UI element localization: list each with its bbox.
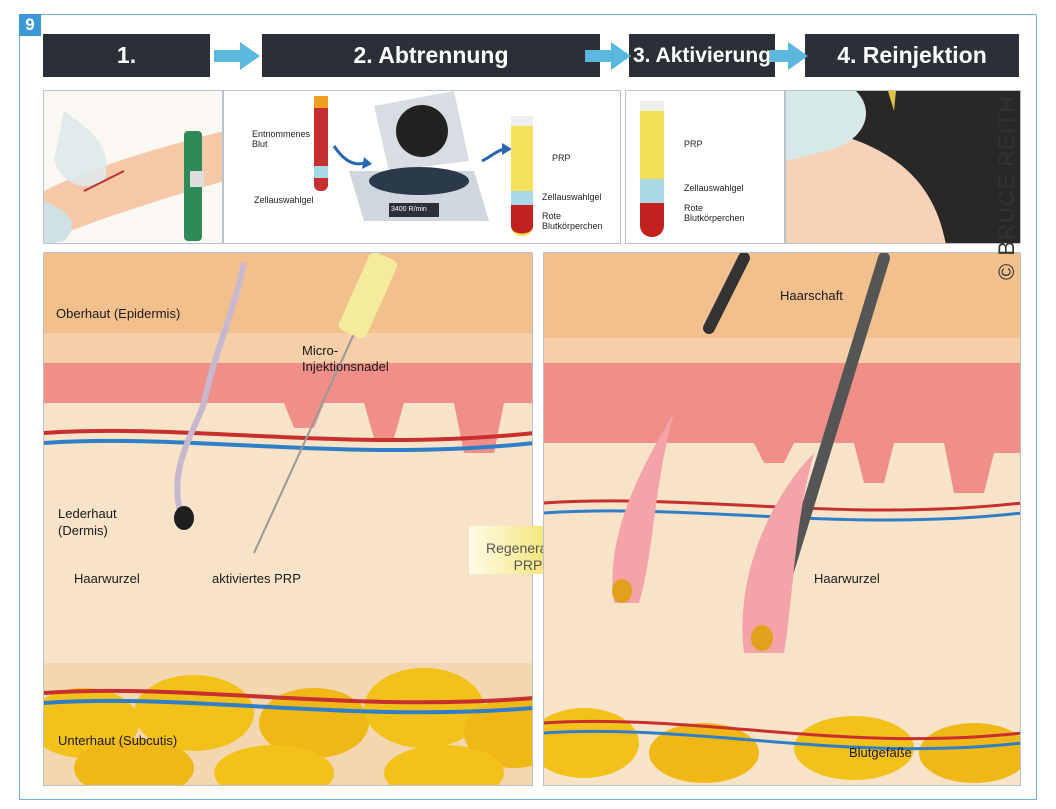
epidermis-label: Oberhaut (Epidermis) <box>56 306 180 321</box>
figure-number: 9 <box>19 14 41 36</box>
step-4-label: 4. Reinjektion <box>805 34 1019 77</box>
subcutis-label: Unterhaut (Subcutis) <box>58 733 177 748</box>
step-2-label: 2. Abtrennung <box>262 34 600 77</box>
step-3-label: 3. Aktivierung <box>629 34 775 77</box>
root-label-right: Haarwurzel <box>814 571 880 586</box>
step-1-label: 1. Blutabnahme <box>43 34 210 77</box>
skin-illustration-right <box>544 253 1021 786</box>
activation-prp-label: PRP <box>684 139 703 149</box>
shaft-label: Haarschaft <box>780 288 843 303</box>
step-arrow-3 <box>770 42 808 70</box>
needle-label: Micro-Injektionsnadel <box>302 343 402 375</box>
prp-label: aktiviertes PRP <box>212 571 301 586</box>
activation-gel-label: Zellauswahlgel <box>684 183 744 193</box>
activation-red-label: Rote Blutkörperchen <box>684 203 764 223</box>
tube-label-top: Entnommenes Blut <box>252 129 314 149</box>
scalp-illustration <box>786 91 1021 244</box>
root-label-left: Haarwurzel <box>74 571 140 586</box>
skin-section-left: Oberhaut (Epidermis) Micro-Injektionsnad… <box>43 252 533 786</box>
step-arrow-1 <box>214 42 260 70</box>
skin-section-right: Haarschaft Haarwurzel Blutgefäße <box>543 252 1021 786</box>
panel-blood-draw <box>43 90 223 244</box>
step-arrow-2 <box>585 42 631 70</box>
result-gel-label: Zellauswahlgel <box>542 192 602 202</box>
vessels-label: Blutgefäße <box>849 745 912 760</box>
dermis-label: Lederhaut (Dermis) <box>58 505 138 539</box>
result-prp-label: PRP <box>552 153 571 163</box>
result-red-label: Rote Blutkörperchen <box>542 211 602 231</box>
arm-illustration <box>44 91 223 244</box>
centrifuge-display: 3400 R/min <box>391 206 427 213</box>
panel-centrifuge: Entnommenes Blut Zellauswahlgel 3400 R/m… <box>223 90 621 244</box>
panel-activation: PRP Zellauswahlgel Rote Blutkörperchen <box>625 90 785 244</box>
copyright-text: © BRUCE REITH <box>994 96 1020 280</box>
tube-label-bottom: Zellauswahlgel <box>254 195 314 205</box>
panel-reinjection <box>785 90 1021 244</box>
